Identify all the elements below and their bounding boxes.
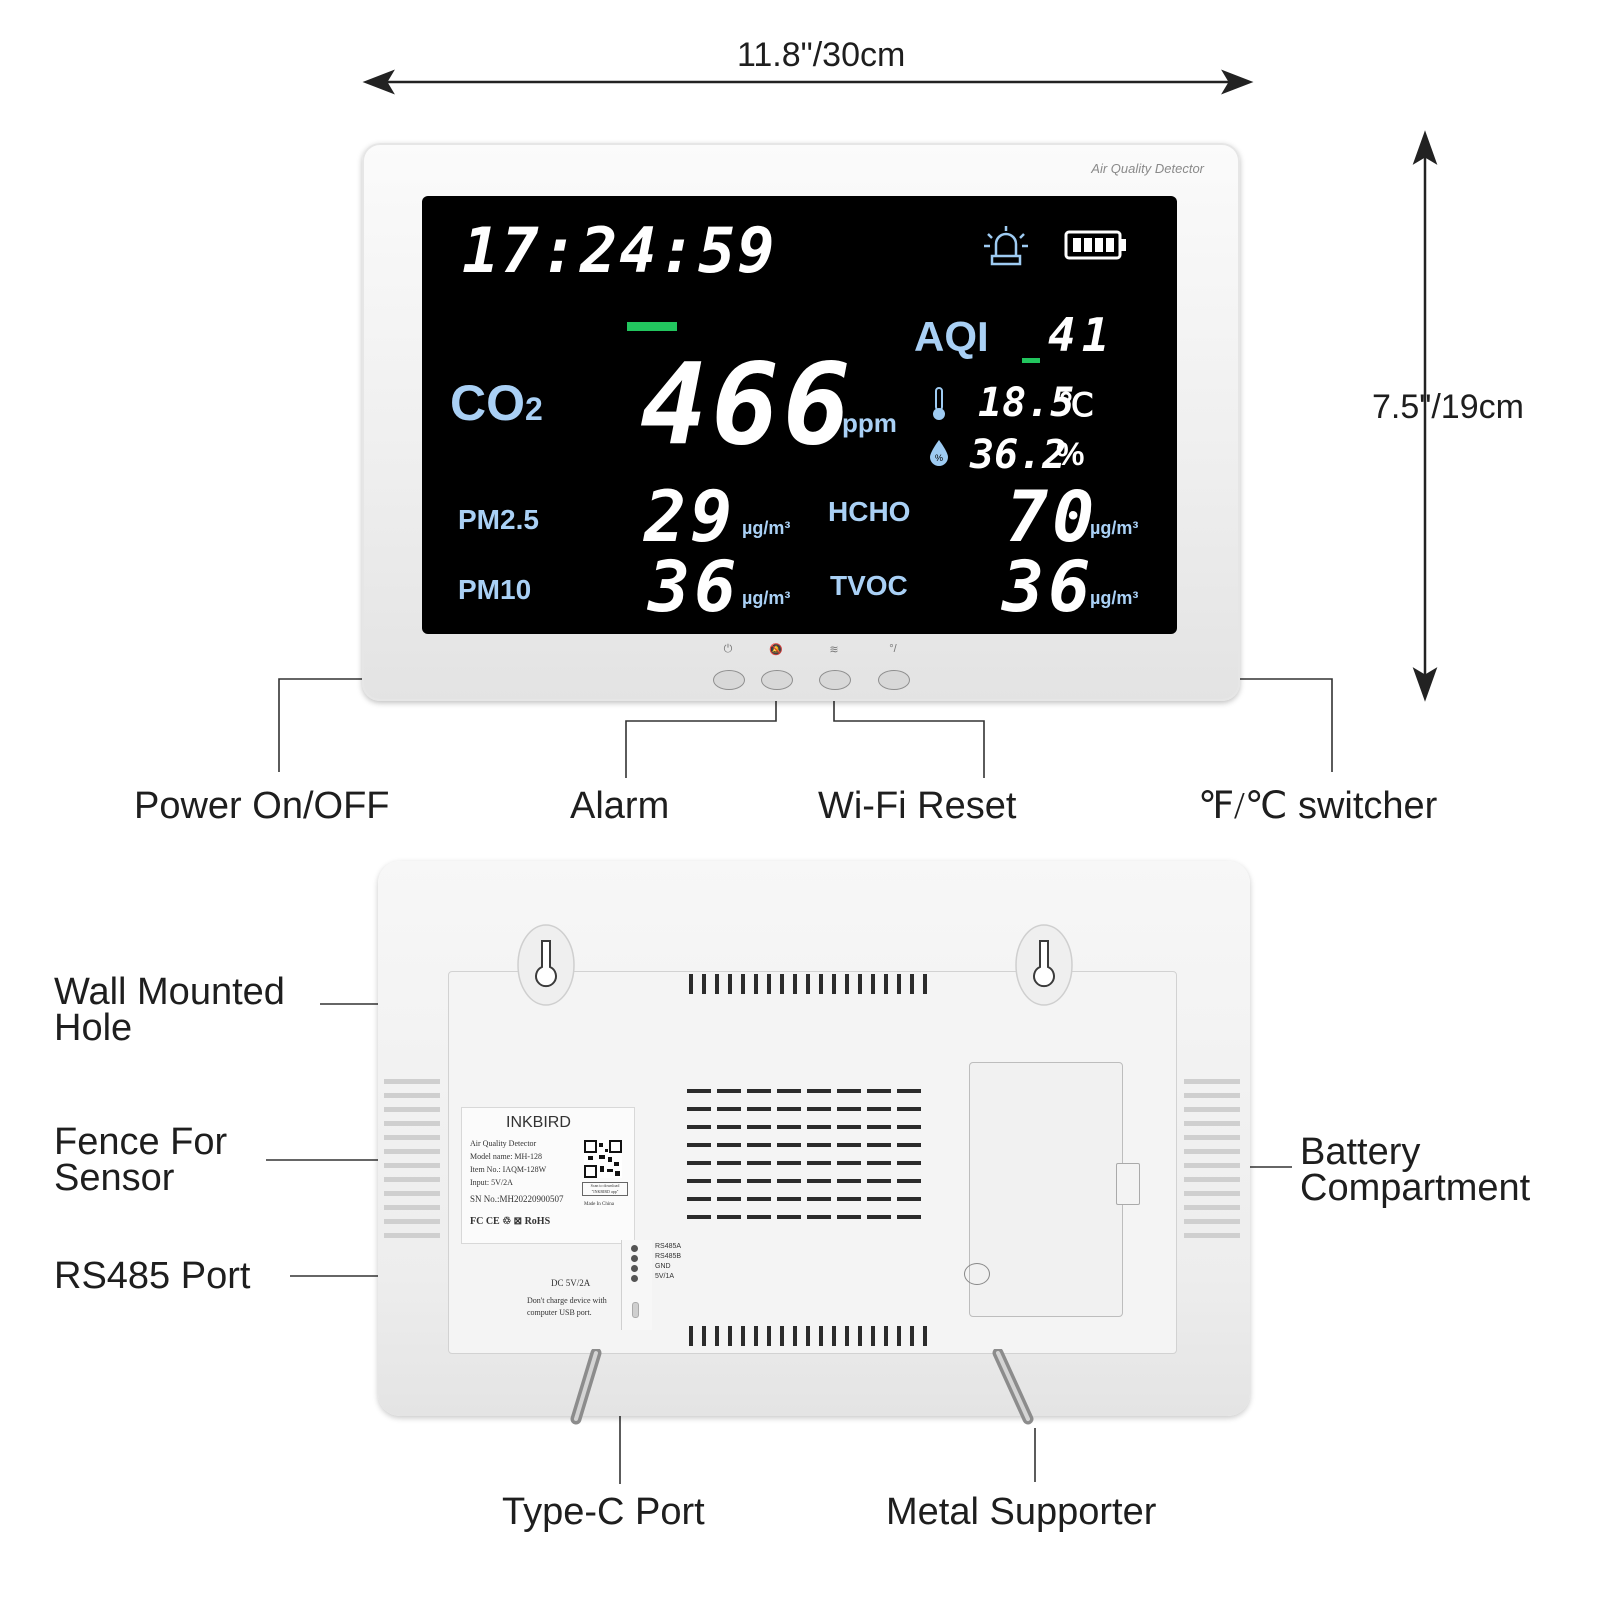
co2-label-text: CO [450, 375, 525, 431]
sticker-sn: SN No.:MH20220900507 [470, 1194, 564, 1204]
metal-supporter-left [570, 1349, 602, 1425]
center-vent [687, 1089, 921, 1219]
sticker-cert-marks: FC CE ♲ ⊠ RoHS [470, 1216, 551, 1227]
aqi-value: 41 [1048, 308, 1116, 362]
pm10-unit: µg/m³ [742, 588, 791, 608]
sticker-line-3: Item No.: IAQM-128W [470, 1165, 547, 1174]
unit-switch-glyph-icon: °/ [889, 643, 897, 655]
callout-wall-hole-line-2: Hole [54, 1007, 133, 1049]
wall-mount-hole-right-icon [1015, 924, 1073, 1006]
switcher-symbol: ℉/℃ [1198, 785, 1288, 827]
pm25-unit: µg/m³ [742, 518, 791, 538]
height-dimension-label: 7.5"/19cm [1372, 388, 1524, 426]
product-label-sticker: INKBIRD Air Quality Detector Model name:… [461, 1107, 635, 1244]
top-vent [689, 974, 927, 994]
callout-power: Power On/OFF [134, 785, 390, 827]
alarm-icon [984, 226, 1028, 266]
hcho-unit: µg/m³ [1090, 518, 1139, 538]
unit-switcher-button[interactable] [878, 670, 910, 690]
width-dimension-label: 11.8"/30cm [737, 36, 906, 74]
battery-door-latch[interactable] [1116, 1163, 1140, 1205]
callout-fence-line-1: Fence For [54, 1121, 228, 1163]
metal-supporter-right [992, 1349, 1034, 1425]
aqi-level-bar [1022, 358, 1040, 363]
back-device: INKBIRD Air Quality Detector Model name:… [378, 861, 1250, 1425]
tvoc-unit: µg/m³ [1090, 588, 1139, 608]
lcd-screen: 17:24:59 CO2 466 pp [422, 196, 1177, 634]
port-label-rs485a: RS485A [655, 1243, 682, 1250]
dc-warning-line-1: Don't charge device with [527, 1296, 607, 1305]
hcho-label: HCHO [828, 496, 911, 527]
wall-mount-hole-left-icon [517, 924, 575, 1006]
rs485-terminal-4[interactable] [631, 1275, 638, 1282]
bottom-vent [689, 1326, 927, 1346]
dc-warning-line-2: computer USB port. [527, 1308, 592, 1317]
wifi-glyph-icon: ≋ [829, 644, 839, 656]
callout-battery-line-1: Battery [1300, 1131, 1421, 1173]
battery-compartment-door[interactable] [964, 1062, 1140, 1317]
callout-wifi-reset: Wi-Fi Reset [818, 785, 1017, 827]
back-panel: INKBIRD Air Quality Detector Model name:… [448, 971, 1177, 1354]
co2-label-subscript: 2 [525, 391, 543, 427]
clock-display: 17:24:59 [462, 214, 777, 287]
callout-alarm: Alarm [570, 785, 670, 827]
qr-code-icon [584, 1140, 622, 1178]
tvoc-value: 36 [1002, 546, 1095, 628]
humidity-unit: % [1056, 436, 1085, 472]
sticker-line-2: Model name: MH-128 [470, 1152, 542, 1161]
aqi-label: AQI [914, 313, 989, 360]
battery-icon [1064, 230, 1126, 260]
callout-rs485: RS485 Port [54, 1255, 251, 1297]
co2-label: CO2 [450, 374, 543, 432]
battery-door-seal [964, 1263, 990, 1285]
co2-level-bar [627, 322, 677, 331]
qr-caption: Scan to download "INKBIRD app" [582, 1182, 628, 1196]
callout-metal-supporter: Metal Supporter [886, 1491, 1157, 1533]
pm25-value: 29 [644, 476, 737, 558]
tvoc-label: TVOC [830, 570, 908, 601]
sticker-line-1: Air Quality Detector [470, 1139, 537, 1148]
pm10-label: PM10 [458, 574, 532, 605]
wifi-reset-button[interactable] [819, 670, 851, 690]
alarm-button[interactable] [761, 670, 793, 690]
rs485-terminal-1[interactable] [631, 1245, 638, 1252]
port-label-rs485b: RS485B [655, 1253, 682, 1260]
pm25-label: PM2.5 [458, 504, 539, 535]
callout-battery-line-2: Compartment [1300, 1167, 1531, 1209]
left-sensor-fence [384, 1079, 440, 1238]
right-sensor-fence [1184, 1079, 1240, 1238]
svg-text:%: % [935, 453, 943, 463]
temperature-value: 18.5 [978, 380, 1075, 426]
alarm-mute-glyph-icon: 🔕 [769, 644, 783, 656]
pm10-value: 36 [648, 546, 741, 628]
thermometer-icon [933, 387, 945, 420]
callout-unit-switcher: ℉/℃ switcher [1198, 785, 1438, 827]
co2-value: 466 [640, 340, 855, 470]
co2-unit: ppm [842, 408, 897, 438]
callout-wall-hole-line-1: Wall Mounted [54, 971, 285, 1013]
dc-label: DC 5V/2A [551, 1278, 591, 1288]
humidity-value: 36.2 [970, 432, 1067, 478]
front-brand-text: Air Quality Detector [1091, 161, 1204, 176]
type-c-port[interactable] [632, 1302, 639, 1318]
sticker-line-4: Input: 5V/2A [470, 1178, 513, 1187]
switcher-text: switcher [1297, 785, 1438, 827]
droplet-icon: % [930, 440, 948, 466]
power-button[interactable] [713, 670, 745, 690]
rs485-terminal-3[interactable] [631, 1265, 638, 1272]
port-label-5v: 5V/1A [655, 1273, 675, 1280]
front-device: Air Quality Detector 17:24:59 [362, 143, 1240, 701]
rs485-terminal-2[interactable] [631, 1255, 638, 1262]
callout-fence-line-2: Sensor [54, 1157, 175, 1199]
port-label-gnd: GND [655, 1263, 671, 1270]
made-in-label: Made In China [584, 1202, 614, 1207]
power-glyph-icon: ⏻ [723, 643, 733, 655]
hcho-value: 70 [1006, 476, 1099, 558]
temperature-unit: ℃ [1058, 387, 1094, 423]
sticker-brand: INKBIRD [506, 1114, 571, 1131]
callout-type-c: Type-C Port [502, 1491, 705, 1533]
